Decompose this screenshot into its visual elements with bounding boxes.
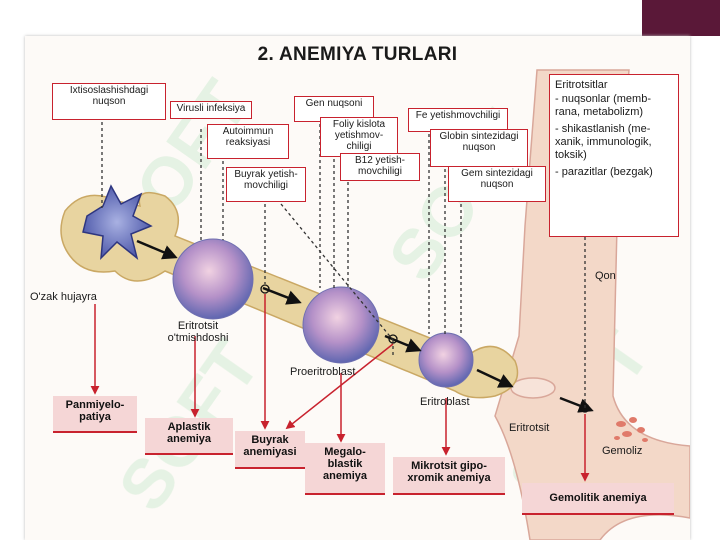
label-progenitor: Eritrotsit o'tmishdoshi [167,320,229,344]
label-proerythroblast: Proeritroblast [290,366,356,378]
defect-viral-infection: Virusli infeksiya [170,101,252,119]
causes-item: - shikastlanish (me- xanik, immunologik,… [555,123,652,161]
causes-heading: Eritrotsitlar [555,79,608,91]
corner-decoration [642,0,720,36]
disease-renal: Buyrak anemiyasi [235,431,305,469]
crossing-markers [260,284,590,413]
defect-heme: Gem sintezidagi nuqson [448,166,546,202]
defect-kidney: Buyrak yetish- movchiligi [226,167,306,202]
disease-arrows [90,294,590,482]
label-erythroblast: Eritroblast [420,396,470,408]
disease-megaloblastic: Megalo- blastik anemiya [305,443,385,495]
erythrocyte-causes-box: Eritrotsitlar - nuqsonlar (memb- rana, m… [549,74,679,237]
label-stem-cell: O'zak hujayra [30,291,97,303]
disease-hemolytic: Gemolitik anemiya [522,483,674,515]
stem-cell [82,184,153,260]
erythroblast-cell [418,332,474,388]
defect-iron: Fe yetishmovchiligi [408,108,508,132]
label-blood: Qon [595,270,616,282]
defect-stem-cell: Ixtisoslashishdagi nuqson [52,83,166,120]
progenitor-cell [172,238,254,320]
defect-globin: Globin sintezidagi nuqson [430,129,528,167]
defect-autoimmune: Autoimmun reaksiyasi [207,124,289,159]
disease-microcytic: Mikrotsit gipo- xromik anemiya [393,457,505,495]
defect-links [101,122,586,410]
disease-pancytopenia: Panmiyelo- patiya [53,396,137,433]
vessel-cell [510,377,556,399]
page-title: 2. ANEMIYA TURLARI [257,44,458,65]
defect-folate: Foliy kislota yetishmov- chiligi [320,117,398,157]
proerythroblast-cell [302,286,380,364]
defect-b12: B12 yetish- movchiligi [340,153,420,181]
label-hemolysis: Gemoliz [602,445,643,457]
hemolysis-debris [614,417,648,442]
label-erythrocyte: Eritrotsit [509,422,550,434]
causes-item: - parazitlar (bezgak) [555,166,653,178]
disease-aplastic: Aplastik anemiya [145,418,233,455]
causes-item: - nuqsonlar (memb- rana, metabolizm) [555,93,651,118]
slide: SOFT SOFT SOFT SOFT [25,36,690,540]
